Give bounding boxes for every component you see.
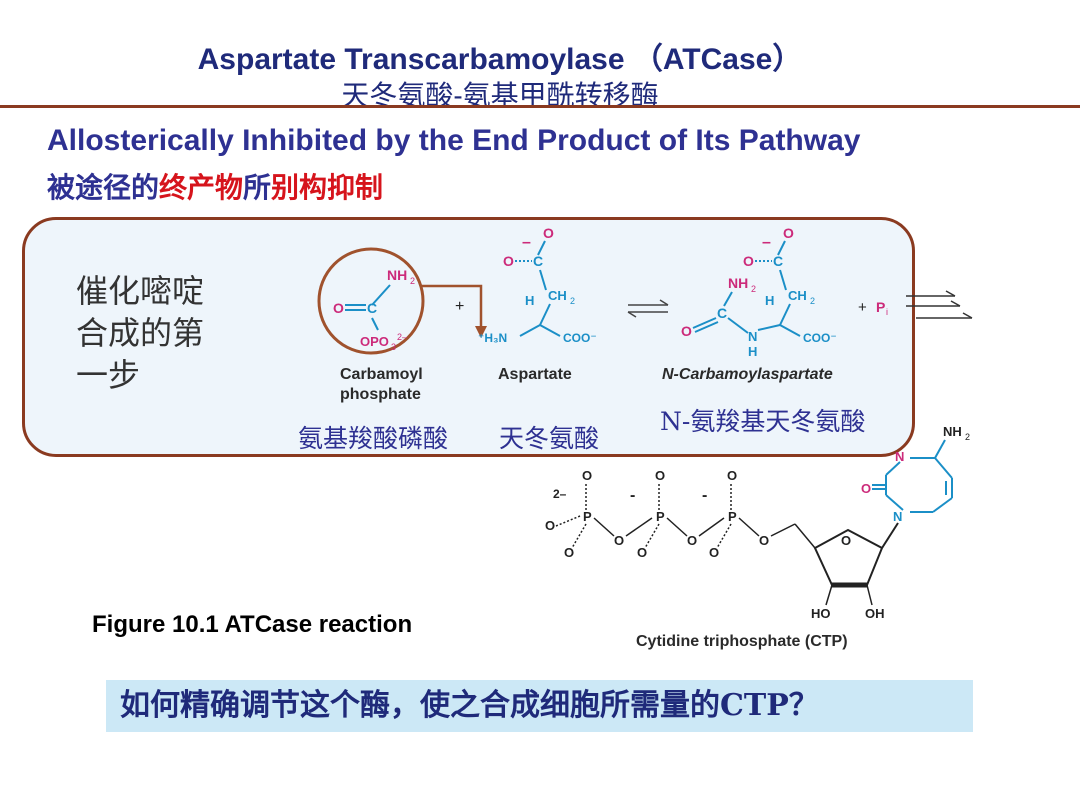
svg-text:C: C bbox=[533, 253, 543, 269]
svg-text:COO⁻: COO⁻ bbox=[563, 331, 597, 345]
question-box: 如何精确调节这个酶，使之合成细胞所需量的CTP？ bbox=[106, 680, 973, 732]
svg-text:P: P bbox=[876, 299, 885, 315]
svg-text:C: C bbox=[367, 300, 377, 316]
svg-text:O: O bbox=[503, 253, 514, 269]
page-title: Aspartate Transcarbamoylase （ATCase） bbox=[197, 43, 803, 76]
svg-text:2: 2 bbox=[751, 284, 756, 294]
svg-text:H: H bbox=[748, 344, 757, 359]
svg-text:N: N bbox=[748, 329, 757, 344]
reaction-panel bbox=[22, 217, 915, 457]
svg-text:O: O bbox=[545, 518, 555, 533]
subtitle-zh-part1: 被途径的 bbox=[47, 172, 160, 203]
carbamoyl-phosphate-label-line1: Carbamoyl bbox=[340, 366, 423, 383]
subtitle-english: Allosterically Inhibited by the End Prod… bbox=[47, 124, 861, 157]
ctp-label: Cytidine triphosphate (CTP) bbox=[636, 633, 848, 650]
svg-text:+: + bbox=[455, 298, 464, 315]
svg-text:i: i bbox=[886, 307, 888, 317]
svg-text:HO: HO bbox=[811, 606, 831, 621]
svg-text:–: – bbox=[522, 234, 531, 251]
carbamoyl-phosphate-chinese-label: 氨基羧酸磷酸 bbox=[298, 425, 449, 453]
svg-text:O: O bbox=[333, 300, 344, 316]
subtitle-zh-highlight-end-product: 终产物 bbox=[159, 172, 244, 203]
svg-text:+: + bbox=[858, 299, 867, 316]
svg-text:CH: CH bbox=[548, 288, 567, 303]
svg-text:2–: 2– bbox=[397, 332, 407, 342]
svg-text:OPO: OPO bbox=[360, 334, 389, 349]
svg-text:O: O bbox=[564, 545, 574, 560]
svg-text:C: C bbox=[717, 305, 727, 321]
n-carbamoylaspartate-label: N-Carbamoylaspartate bbox=[662, 366, 833, 383]
svg-text:P: P bbox=[728, 509, 737, 524]
svg-text:2–: 2– bbox=[553, 487, 567, 501]
svg-text:N: N bbox=[895, 449, 904, 464]
svg-text:O: O bbox=[841, 533, 851, 548]
svg-text:N: N bbox=[893, 509, 902, 524]
svg-text:O: O bbox=[743, 253, 754, 269]
svg-text:O: O bbox=[709, 545, 719, 560]
subtitle-chinese: 被途径的终产物所别构抑制 bbox=[47, 166, 383, 206]
svg-text:O: O bbox=[543, 225, 554, 241]
svg-text:COO⁻: COO⁻ bbox=[803, 331, 837, 345]
n-carbamoylaspartate-chinese-label: N-氨羧基天冬氨酸 bbox=[660, 407, 866, 436]
svg-text:O: O bbox=[861, 481, 871, 496]
carbamoyl-phosphate-label-line2: phosphate bbox=[340, 386, 421, 403]
svg-text:2: 2 bbox=[965, 432, 970, 442]
title-divider bbox=[0, 105, 1080, 108]
figure-caption: Figure 10.1 ATCase reaction bbox=[92, 611, 413, 638]
svg-text:O: O bbox=[681, 323, 692, 339]
svg-text:OH: OH bbox=[865, 606, 885, 621]
svg-text:NH: NH bbox=[387, 267, 407, 283]
svg-text:2: 2 bbox=[810, 296, 815, 306]
equilibrium-arrow bbox=[627, 299, 669, 318]
svg-text:O: O bbox=[687, 533, 697, 548]
svg-text:O: O bbox=[783, 225, 794, 241]
svg-text:H: H bbox=[525, 293, 534, 308]
svg-text:P: P bbox=[656, 509, 665, 524]
svg-text:O: O bbox=[614, 533, 624, 548]
aspartate-label: Aspartate bbox=[498, 366, 572, 383]
svg-text:2: 2 bbox=[570, 296, 575, 306]
svg-text:O: O bbox=[637, 545, 647, 560]
svg-text:O: O bbox=[655, 468, 665, 483]
next-step-arrows bbox=[906, 290, 973, 319]
svg-text:NH: NH bbox=[728, 275, 748, 291]
svg-text:NH: NH bbox=[943, 424, 962, 439]
svg-text:CH: CH bbox=[788, 288, 807, 303]
svg-text:C: C bbox=[773, 253, 783, 269]
subtitle-zh-highlight-allosteric: 别构抑制 bbox=[271, 172, 384, 203]
svg-text:O: O bbox=[759, 533, 769, 548]
svg-text:H: H bbox=[765, 293, 774, 308]
svg-text:O: O bbox=[727, 468, 737, 483]
svg-text:-: - bbox=[630, 487, 635, 504]
svg-text:P: P bbox=[583, 509, 592, 524]
svg-text:–: – bbox=[762, 234, 771, 251]
svg-text:-: - bbox=[702, 487, 707, 504]
svg-text:3: 3 bbox=[391, 342, 396, 352]
ctp-structure: 2– - - O O O P P P O O O O O O O O O bbox=[545, 424, 970, 621]
step-description: 催化嘧啶 合成的第 一步 bbox=[76, 273, 205, 393]
svg-text:O: O bbox=[582, 468, 592, 483]
svg-text:O: O bbox=[841, 533, 851, 548]
svg-text:2: 2 bbox=[410, 276, 415, 286]
svg-text:⁺H₃N: ⁺H₃N bbox=[478, 331, 507, 345]
aspartate-chinese-label: 天冬氨酸 bbox=[499, 425, 600, 453]
subtitle-zh-part3: 所 bbox=[243, 172, 272, 203]
